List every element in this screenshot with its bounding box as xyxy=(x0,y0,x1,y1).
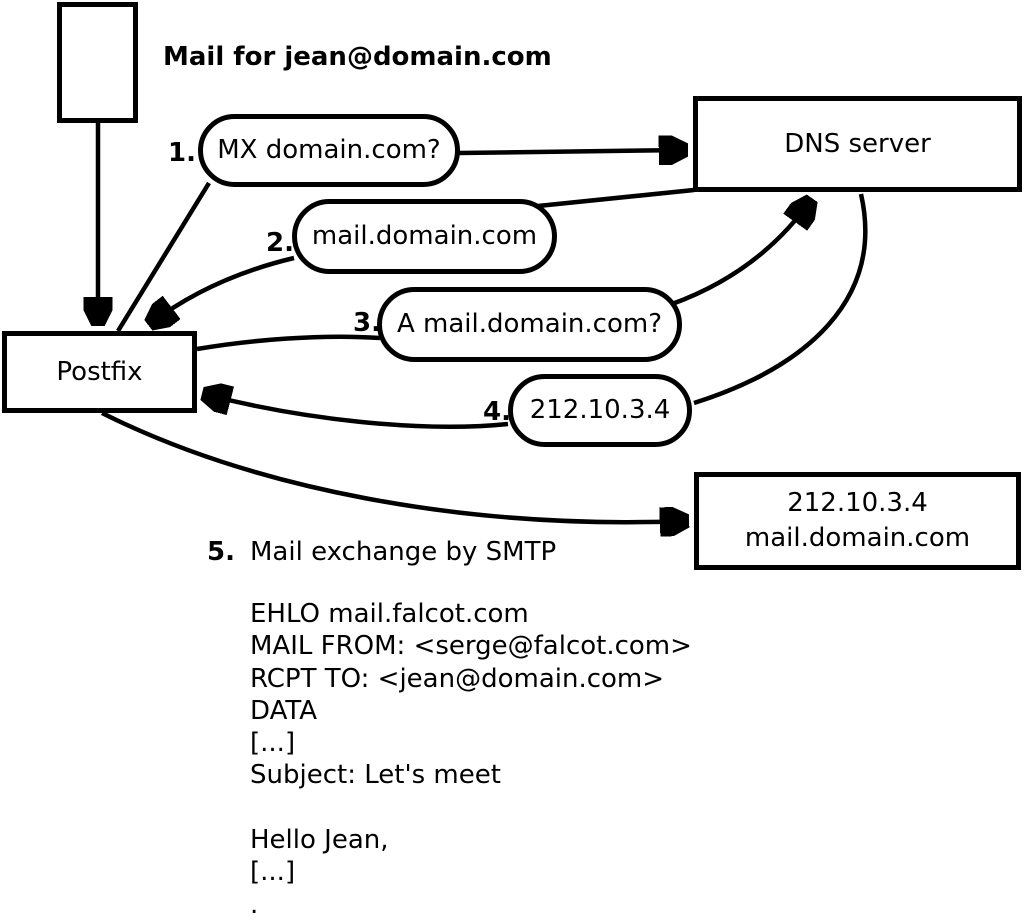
step-3-number: 3. xyxy=(353,308,381,338)
node-dns-server: DNS server xyxy=(693,96,1022,192)
step-2-number: 2. xyxy=(266,228,294,258)
bubble-a-answer: 212.10.3.4 xyxy=(508,374,692,447)
arrow-answer-a-to-postfix xyxy=(204,394,509,429)
smtp-transcript: EHLO mail.falcot.com MAIL FROM: <serge@f… xyxy=(250,599,692,919)
step-5-number: 5. xyxy=(207,537,235,567)
arrow-query-mx-to-dns xyxy=(458,150,686,153)
destination-ip: 212.10.3.4 mail.domain.com xyxy=(745,486,970,556)
line-postfix-to-query-mx xyxy=(116,181,211,333)
destination-hostname: mail.domain.com xyxy=(744,523,971,553)
mail-for-label: Mail for jean@domain.com xyxy=(163,42,552,72)
arrow-postfix-to-mailserver-smtp xyxy=(100,410,687,522)
line-postfix-to-query-a xyxy=(196,334,381,352)
arrow-answer-mx-to-postfix xyxy=(150,255,295,324)
bubble-a-query: A mail.domain.com? xyxy=(377,287,682,362)
node-destination-mailserver: 212.10.3.4 mail.domain.com xyxy=(694,472,1021,570)
step-1-number: 1. xyxy=(168,138,196,168)
bubble-mx-query: MX domain.com? xyxy=(198,114,460,187)
line-dns-to-answer-mx xyxy=(537,187,695,209)
mail-message-icon xyxy=(57,2,138,123)
step-5-label: Mail exchange by SMTP xyxy=(250,537,557,567)
arrow-query-a-to-dns xyxy=(671,200,811,307)
bubble-mx-answer: mail.domain.com xyxy=(292,199,557,274)
step-4-number: 4. xyxy=(483,397,511,427)
node-postfix: Postfix xyxy=(2,331,197,413)
line-dns-to-answer-a xyxy=(693,193,868,406)
